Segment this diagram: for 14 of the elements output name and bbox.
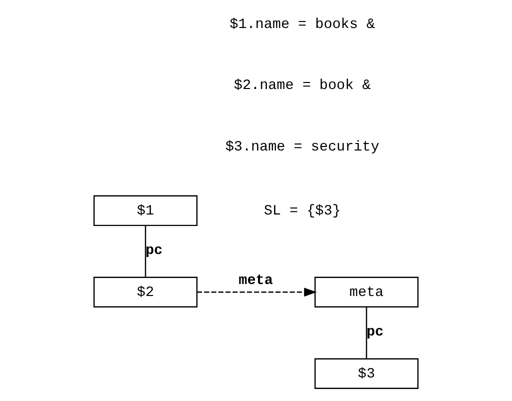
node-box: meta (314, 276, 419, 308)
label: $3.name = security (225, 139, 380, 156)
label: $1.name = books & (230, 17, 376, 34)
arrow (197, 288, 317, 297)
connector (366, 307, 368, 359)
node-box: $1 (93, 195, 198, 226)
edge-label: pc (146, 243, 163, 260)
node-box: $3 (314, 358, 419, 389)
connector (144, 226, 146, 278)
label: $2.name = book & (234, 78, 371, 94)
edge-label: pc (366, 324, 384, 341)
label: SL = {$3} (264, 203, 341, 220)
edge-label: meta (238, 273, 273, 290)
node-box: $2 (93, 276, 198, 308)
